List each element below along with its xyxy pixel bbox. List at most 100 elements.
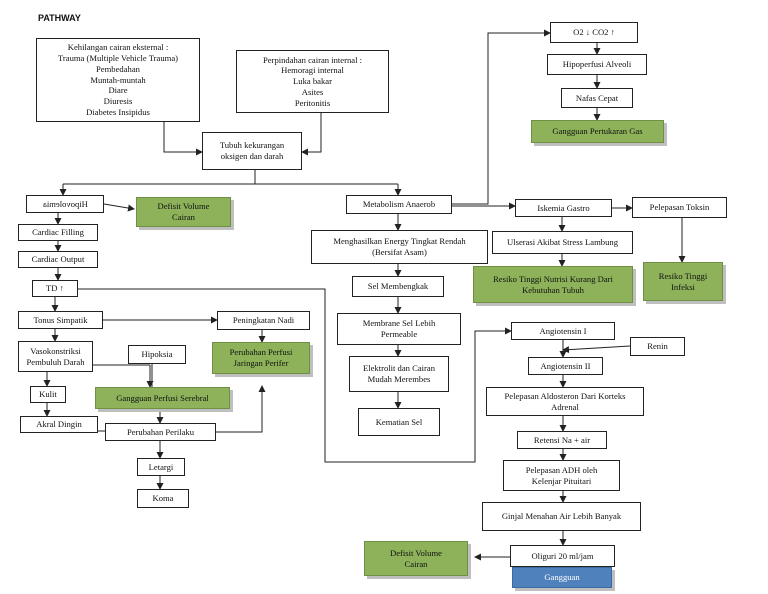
connector <box>301 112 322 156</box>
node-text-line: Diabetes Insipidus <box>86 106 150 117</box>
node-text-line: Retensi Na + air <box>533 434 591 445</box>
node-metabolisme-anaerob: Metabolism Anaerob <box>346 195 452 214</box>
node-renin: Renin <box>630 337 685 356</box>
node-text-line: Akral Dingin <box>36 419 82 430</box>
node-td: TD ↑ <box>32 280 78 297</box>
node-text-line: Tubuh kekurangan <box>219 140 285 151</box>
node-cardiac-output: Cardiac Output <box>18 251 98 268</box>
node-text-line: Mudah Merembes <box>367 374 431 384</box>
node-kehilangan-cairan: Kehilangan cairan eksternal :Trauma (Mul… <box>36 38 200 122</box>
node-text-line: Koma <box>152 493 174 504</box>
node-text-line: Letargi <box>148 461 174 472</box>
node-text-line: Cardiac Output <box>31 254 85 265</box>
node-peningkatan-nadi: Peningkatan Nadi <box>217 311 310 330</box>
node-letargi: Letargi <box>137 458 185 476</box>
connector <box>103 203 135 212</box>
node-text-line: Gangguan Pertukaran Gas <box>552 126 643 137</box>
node-ginjal-menahan-air: Ginjal Menahan Air Lebih Banyak <box>482 502 641 531</box>
node-angiotensin-2: Angiotensin II <box>528 357 603 375</box>
node-text-line: oksigen dan darah <box>220 151 284 161</box>
node-text-line: Ginjal Menahan Air Lebih Banyak <box>501 511 622 522</box>
node-nafas-cepat: Nafas Cepat <box>561 88 633 108</box>
node-text-line: Pembedahan <box>96 63 140 74</box>
connector <box>562 345 631 354</box>
node-text-line: Muntah-muntah <box>90 74 146 85</box>
node-gangguan: Gangguan <box>512 567 612 588</box>
node-text-line: TD ↑ <box>46 283 64 294</box>
node-text-line: Angiotensin I <box>539 325 587 336</box>
node-text-line: Defisit Volume <box>157 201 210 212</box>
node-text-line: Resiko Tinggi <box>658 270 708 281</box>
node-kulit: Kulit <box>30 386 66 403</box>
node-text-line: (Bersifat Asam) <box>372 247 427 257</box>
node-text-line: Membrane Sel Lebih <box>362 318 436 329</box>
node-text-line: Pembuluh Darah <box>26 356 85 367</box>
diagram-title: PATHWAY <box>38 13 81 23</box>
node-text-line: Peningkatan Nadi <box>232 315 295 326</box>
node-o2-co2: O2 ↓ CO2 ↑ <box>550 22 638 43</box>
node-text-line: Asites <box>301 86 324 97</box>
node-text-line: Pelepasan Toksin <box>649 202 710 213</box>
node-retensi-na-air: Retensi Na + air <box>517 431 607 449</box>
hipovolemia-label: Hipovolemia <box>42 198 88 209</box>
node-text-line: Kematian Sel <box>375 416 423 427</box>
node-text-line: Angiotensin II <box>540 360 591 371</box>
node-text-line: Gangguan Perfusi Serebral <box>116 392 209 403</box>
node-text-line: Perubahan Perfusi <box>229 347 293 358</box>
node-text-line: Diare <box>108 85 128 96</box>
node-text-line: Tonus Simpatik <box>33 314 88 325</box>
node-oliguri: Oliguri 20 ml/jam <box>510 545 615 567</box>
node-text-line: Pelepasan ADH oleh <box>525 464 598 475</box>
node-text-line: Menghasilkan Energy Tingkat Rendah <box>333 236 466 247</box>
node-text-line: Ulserasi Akibat Stress Lambung <box>507 237 618 248</box>
node-text-line: Gangguan <box>544 572 580 583</box>
node-ulserasi: Ulserasi Akibat Stress Lambung <box>492 231 633 254</box>
node-text-line: Pelepasan Aldosteron Dari Korteks <box>504 390 626 401</box>
node-text-line: O2 ↓ CO2 ↑ <box>573 27 615 38</box>
node-energy-rendah: Menghasilkan Energy Tingkat Rendah(Bersi… <box>311 230 488 264</box>
node-text-line: Kebutuhan Tubuh <box>522 284 584 295</box>
node-hipoperfusi-alveoli: Hipoperfusi Alveoli <box>547 54 647 75</box>
node-text-line: Adrenal <box>551 401 579 412</box>
node-text-line: Defisit Volume <box>390 547 442 558</box>
node-text-line: Cairan <box>172 212 195 222</box>
node-text-line: Cairan <box>404 558 428 569</box>
node-text-line: Hipoperfusi Alveoli <box>562 59 632 70</box>
node-akral-dingin: Akral Dingin <box>20 416 98 433</box>
node-text-line: Resiko Tinggi Nutrisi Kurang Dari <box>493 273 613 284</box>
node-kematian-sel: Kematian Sel <box>358 408 440 436</box>
connector <box>163 122 203 156</box>
node-koma: Koma <box>137 489 189 508</box>
node-hipoksia: Hipoksia <box>128 345 186 364</box>
node-text-line: Infeksi <box>671 281 695 292</box>
node-perpindahan-cairan: Perpindahan cairan internal :Hemoragi in… <box>236 50 389 113</box>
node-text-line: Hemoragi internal <box>281 65 344 76</box>
node-text-line: Peritonitis <box>294 97 331 108</box>
node-text-line: Renin <box>647 341 668 352</box>
node-tonus-simpatik: Tonus Simpatik <box>18 311 103 329</box>
node-text-line: Perubahan Perilaku <box>126 426 195 437</box>
node-hipovolemia: Hipovolemia <box>26 195 104 213</box>
node-cardiac-filling: Cardiac Filling <box>18 224 98 241</box>
node-text-line: Vasokonstriksi <box>30 345 81 356</box>
node-text-line: Permeable <box>380 329 418 339</box>
node-text-line: Metabolism Anaerob <box>362 199 436 210</box>
node-angiotensin-1: Angiotensin I <box>511 322 615 340</box>
node-text-line: Kehilangan cairan eksternal : <box>67 42 169 53</box>
node-text-line: Iskemia Gastro <box>537 202 590 213</box>
node-text-line: Sel Membengkak <box>367 281 429 292</box>
node-text-line: Nafas Cepat <box>575 92 619 103</box>
node-sel-membengkak: Sel Membengkak <box>352 276 444 297</box>
node-text-line: Kulit <box>39 389 57 400</box>
node-text-line: Elektrolit dan Cairan <box>362 363 436 374</box>
node-gangguan-pertukaran-gas: Gangguan Pertukaran Gas <box>531 120 664 143</box>
node-text-line: Trauma (Multiple Vehicle Trauma) <box>57 53 179 64</box>
